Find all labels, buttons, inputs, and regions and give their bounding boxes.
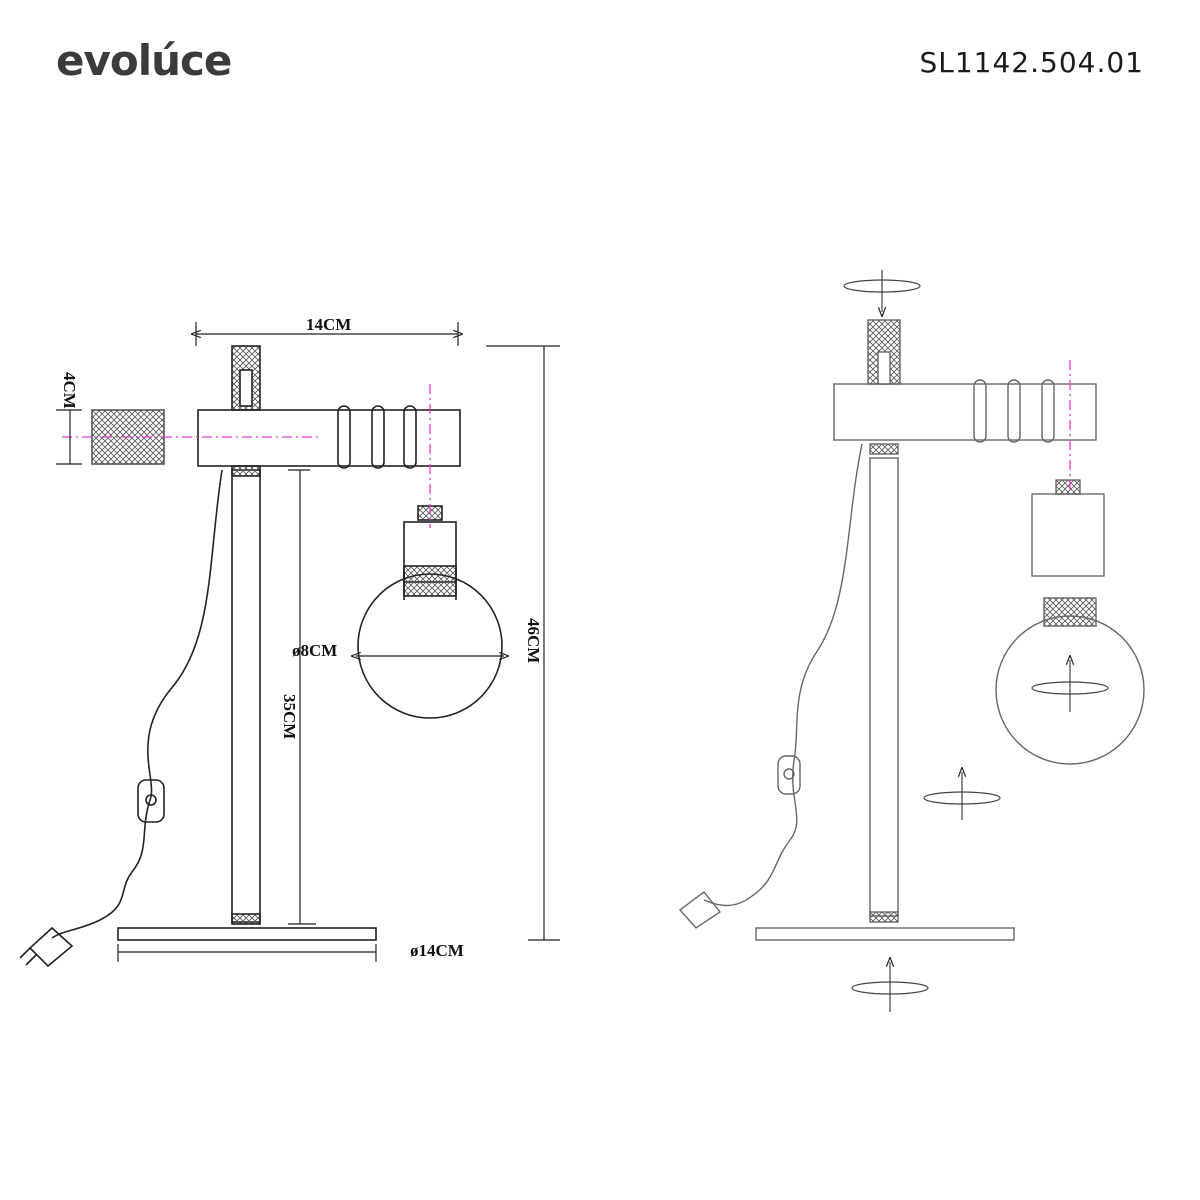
rotation-arrows	[843, 270, 1109, 1012]
dim-block-height: 4CM	[60, 372, 79, 409]
post-slot-exploded	[877, 351, 891, 385]
dimension-lines	[56, 322, 560, 962]
cross-block	[197, 409, 461, 467]
centerlines-left	[62, 384, 431, 528]
rotate-icon	[843, 270, 921, 312]
socket-exploded	[1031, 493, 1105, 577]
dim-total-height: 46CM	[524, 618, 543, 663]
dim-bulb-diameter: ø8CM	[292, 641, 337, 660]
power-cable-exploded	[703, 443, 863, 907]
bulb-globe-exploded	[995, 615, 1145, 765]
ring-exploded-1	[973, 379, 987, 443]
column-exploded	[869, 457, 899, 917]
bulb-thread-exploded	[1043, 597, 1097, 627]
cord-switch	[137, 779, 165, 823]
left-view	[19, 345, 503, 968]
right-view	[678, 319, 1145, 941]
ring-exploded-2	[1007, 379, 1021, 443]
ring-exploded-3	[1041, 379, 1055, 443]
brand-logo: evolúce	[56, 36, 232, 85]
post-slot	[239, 369, 253, 407]
socket-clamp-exploded	[1055, 479, 1081, 495]
dim-base-diameter: ø14CM	[410, 941, 464, 960]
ring-1	[337, 405, 351, 469]
header: evolúce SL1142.504.01	[0, 0, 1200, 110]
column	[231, 469, 261, 923]
dim-top-width: 14CM	[306, 315, 351, 334]
switch-button-exploded	[783, 768, 795, 780]
column-collar-exploded	[869, 443, 899, 455]
product-code: SL1142.504.01	[919, 46, 1144, 79]
bulb-globe	[357, 573, 503, 719]
base-exploded	[755, 927, 1015, 941]
ring-2	[371, 405, 385, 469]
switch-button	[145, 794, 157, 806]
column-collar-top	[231, 465, 261, 477]
plug-exploded	[678, 891, 722, 929]
cross-block-exploded	[833, 383, 1097, 441]
power-cable	[51, 469, 223, 939]
rotate-icon	[851, 962, 929, 1012]
plug	[28, 926, 74, 968]
ring-3	[403, 405, 417, 469]
plug-pins	[19, 947, 37, 966]
base	[117, 927, 377, 941]
column-collar-bottom	[231, 913, 261, 925]
column-collar-exploded-bottom	[869, 911, 899, 923]
bulb-thread	[403, 565, 457, 597]
rotate-icon	[1031, 660, 1109, 712]
cord-switch-exploded	[777, 755, 801, 795]
dim-column-height: 35CM	[280, 694, 299, 739]
rotate-icon	[923, 772, 1001, 820]
